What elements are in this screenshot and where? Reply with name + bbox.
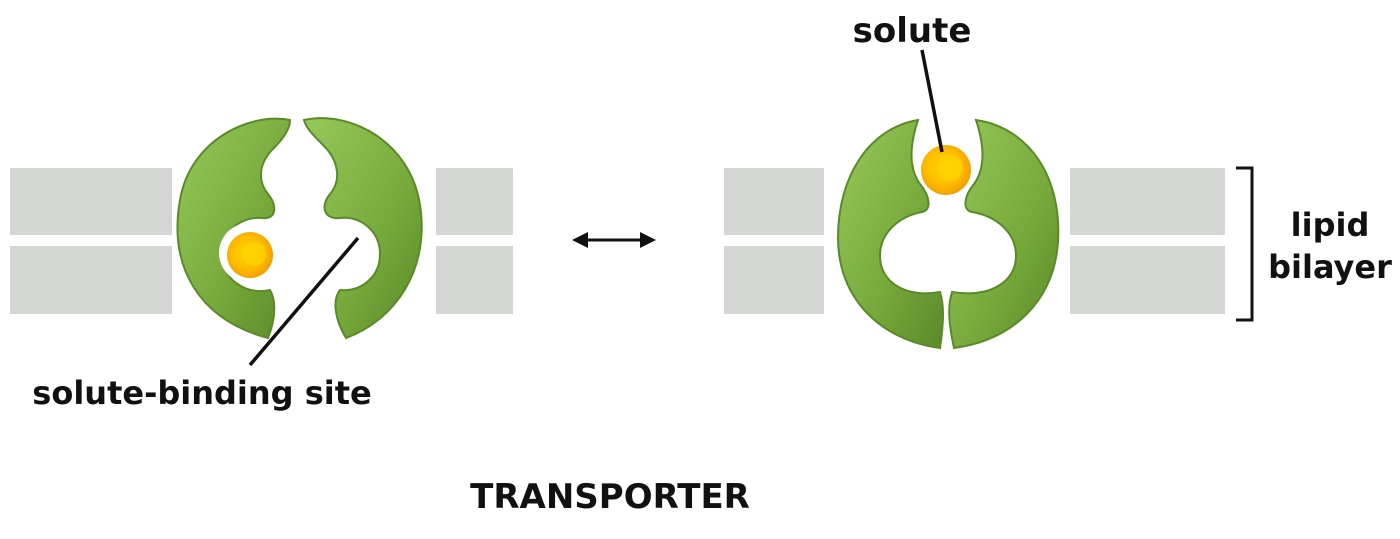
binding-site-pointer: [248, 236, 360, 367]
protein-half-right: [948, 118, 1060, 350]
transporter-left: [176, 117, 423, 340]
protein-half-left: [836, 118, 944, 350]
membrane-block: [10, 168, 172, 235]
membrane-block: [436, 168, 513, 235]
lipid-bilayer-label-line2: bilayer: [1268, 248, 1392, 286]
membrane-block: [10, 246, 172, 314]
membrane-block: [436, 246, 513, 314]
membrane-block: [724, 246, 824, 314]
diagram-title: TRANSPORTER: [470, 477, 750, 517]
lipid-bilayer-label-line1: lipid: [1291, 206, 1370, 244]
solute-particle-highlight: [937, 155, 963, 181]
binding-site-label: solute-binding site: [32, 374, 371, 412]
lipid-bilayer-bracket: [1236, 166, 1254, 322]
transporter-right: [836, 118, 1060, 350]
membrane-block: [1070, 246, 1225, 314]
double-headed-arrow-icon: [572, 232, 656, 248]
protein-half-right: [302, 117, 423, 340]
solute-label: solute: [853, 11, 972, 51]
left-membrane: [10, 168, 513, 314]
membrane-block: [724, 168, 824, 235]
solute-particle-highlight: [242, 242, 266, 266]
membrane-block: [1070, 168, 1225, 235]
solute-pointer: [920, 49, 944, 153]
protein-half-left: [176, 117, 292, 340]
right-membrane: [724, 168, 1225, 314]
